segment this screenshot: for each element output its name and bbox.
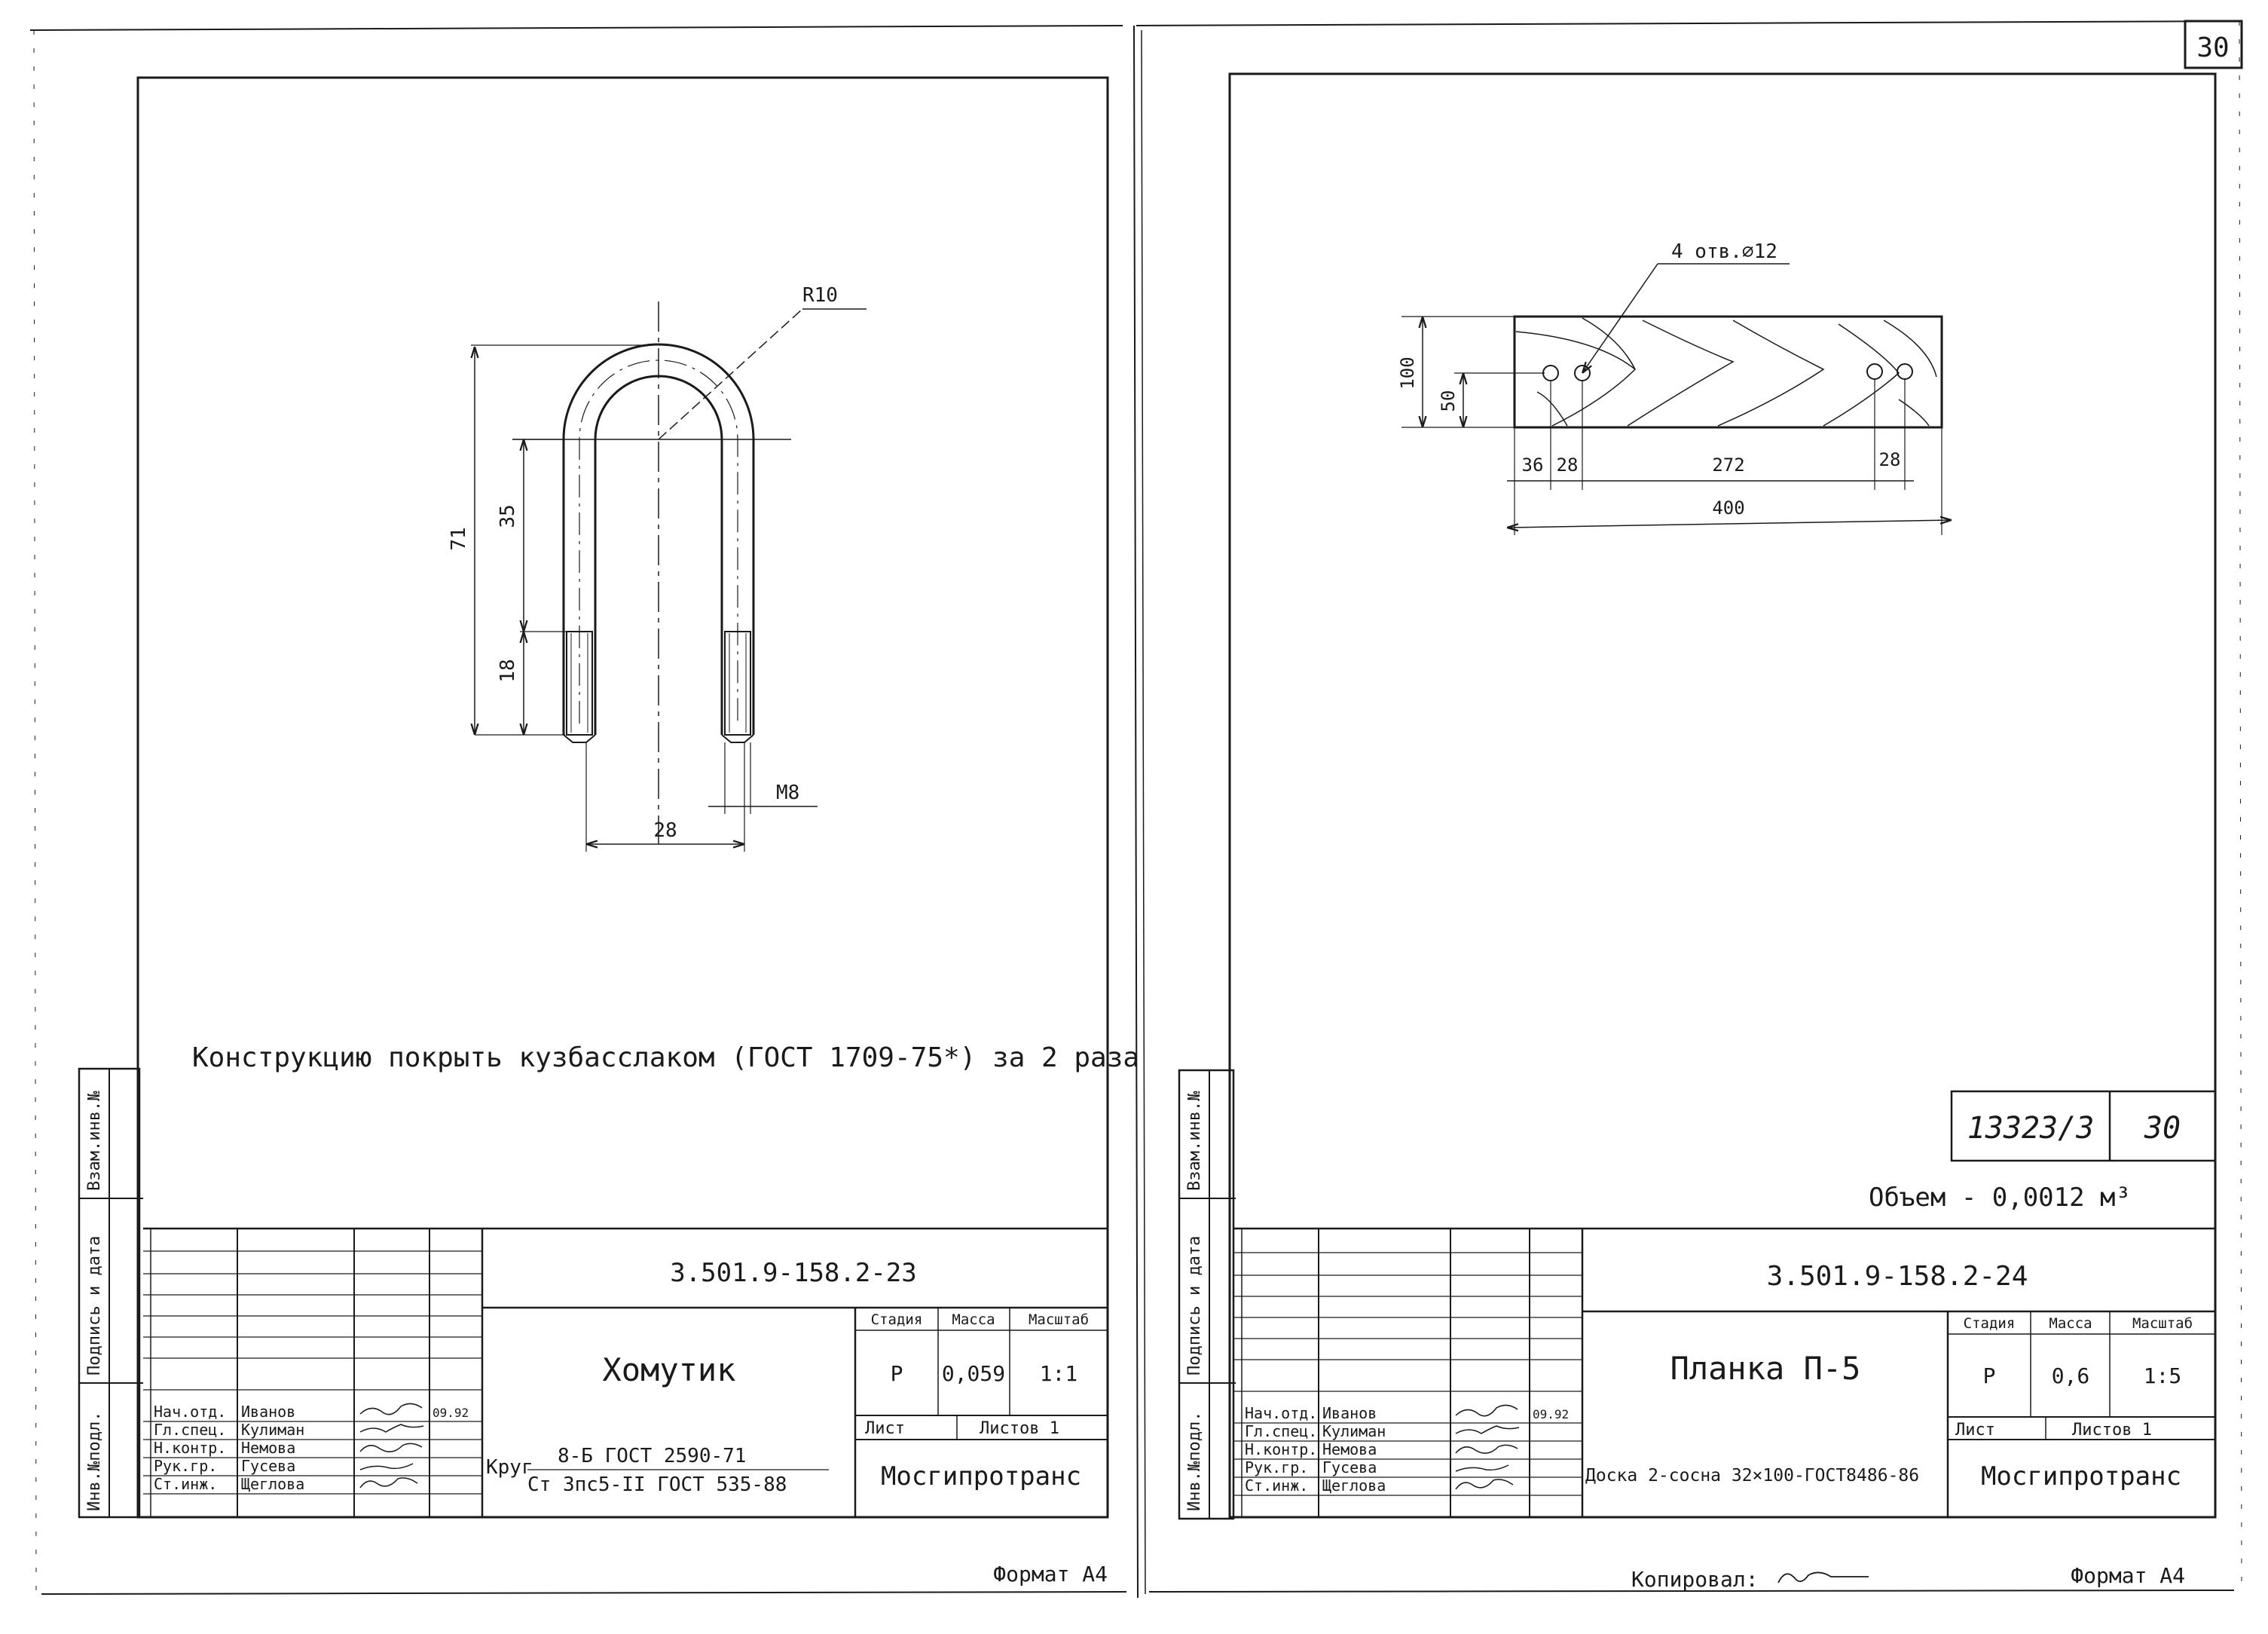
right-role-2: Гл.спец. <box>1245 1422 1317 1440</box>
right-person-5: Щеглова <box>1322 1476 1386 1495</box>
left-side-label-1: Взам.инв.№ <box>85 1091 104 1191</box>
archive-sheet: 30 <box>2144 1111 2181 1146</box>
copied-by-signature <box>1777 1571 1869 1584</box>
right-person-1: Иванов <box>1322 1404 1377 1422</box>
dim-35: 35 <box>497 504 519 528</box>
right-sheet-label: Лист <box>1955 1421 1995 1440</box>
left-person-3: Немова <box>241 1439 295 1457</box>
left-role-4: Рук.гр. <box>154 1457 217 1475</box>
volume-note: Объем - 0,0012 м³ <box>1869 1183 2131 1213</box>
dim-holes: 4 отв.⌀12 <box>1671 240 1777 263</box>
left-signatures <box>359 1403 424 1489</box>
dim-71: 71 <box>448 527 470 550</box>
left-person-1: Иванов <box>241 1403 295 1421</box>
archive-stamp: 13323/3 30 <box>1950 1090 2217 1162</box>
right-role-4: Рук.гр. <box>1245 1458 1308 1476</box>
dim-100: 100 <box>1397 356 1418 389</box>
dim-28a: 28 <box>1557 454 1579 476</box>
u-bolt-drawing: R10 71 35 18 28 M8 <box>448 284 867 852</box>
right-date-1: 09.92 <box>1533 1407 1569 1421</box>
right-role-3: Н.контр. <box>1245 1440 1317 1458</box>
page-number: 30 <box>2196 32 2229 63</box>
right-scale: 1:5 <box>2144 1363 2182 1388</box>
right-format: Формат А4 <box>2071 1563 2185 1588</box>
left-person-4: Гусева <box>241 1457 295 1475</box>
left-sheets-label: Листов 1 <box>980 1419 1059 1438</box>
left-sheet-label: Лист <box>865 1419 905 1438</box>
left-role-1: Нач.отд. <box>154 1403 226 1421</box>
left-material-1: 8-Б ГОСТ 2590-71 <box>558 1445 746 1467</box>
dim-50: 50 <box>1438 390 1459 412</box>
left-person-5: Щеглова <box>241 1475 304 1493</box>
copied-by-label: Копировал: <box>1631 1567 1759 1592</box>
left-role-5: Ст.инж. <box>154 1475 217 1493</box>
right-head-mass: Масса <box>2049 1315 2092 1332</box>
left-side-label-3: Инв.№подл. <box>85 1412 104 1511</box>
left-material-prefix: Круг <box>486 1456 533 1479</box>
right-person-4: Гусева <box>1322 1458 1377 1476</box>
left-mass: 0,059 <box>942 1361 1005 1386</box>
dim-272: 272 <box>1712 454 1744 476</box>
left-head-mass: Масса <box>952 1311 995 1328</box>
left-role-3: Н.контр. <box>154 1439 226 1457</box>
left-sheet: Взам.инв.№ Подпись и дата Инв.№подл. R10 <box>78 76 1139 1587</box>
left-material-2: Ст 3пс5-II ГОСТ 535-88 <box>527 1473 787 1496</box>
dim-18: 18 <box>497 659 519 682</box>
right-person-2: Кулиман <box>1322 1422 1386 1440</box>
left-org: Мосгипротранс <box>881 1461 1081 1492</box>
left-title-block: 3.501.9-158.2-23 Хомутик Стадия Масса Ма… <box>143 1227 1108 1517</box>
right-mass: 0,6 <box>2052 1363 2090 1388</box>
dim-28b: 28 <box>1879 449 1901 470</box>
right-side-label-2: Подпись и дата <box>1185 1236 1204 1375</box>
right-doc-code: 3.501.9-158.2-24 <box>1767 1261 2028 1292</box>
right-signatures <box>1455 1404 1520 1490</box>
left-person-2: Кулиман <box>241 1421 304 1439</box>
dim-400: 400 <box>1712 497 1744 519</box>
sheet-edges <box>29 20 2242 1599</box>
right-sheets-label: Листов 1 <box>2072 1421 2152 1440</box>
right-head-stage: Стадия <box>1964 1315 2016 1332</box>
right-role-5: Ст.инж. <box>1245 1476 1308 1495</box>
left-date-1: 09.92 <box>433 1406 469 1420</box>
right-material: Доска 2-сосна 32×100-ГОСТ8486-86 <box>1585 1466 1919 1486</box>
dim-m8: M8 <box>776 782 799 804</box>
dim-r10: R10 <box>802 284 838 307</box>
left-format: Формат А4 <box>993 1562 1108 1587</box>
left-scale: 1:1 <box>1040 1361 1078 1386</box>
right-role-1: Нач.отд. <box>1245 1404 1317 1422</box>
right-person-3: Немова <box>1322 1440 1377 1458</box>
left-head-scale: Масштаб <box>1029 1311 1089 1328</box>
dim-28: 28 <box>653 819 677 842</box>
right-part-name: Планка П-5 <box>1670 1350 1861 1387</box>
plank-drawing: 4 отв.⌀12 100 50 36 28 272 28 400 <box>1397 240 1952 535</box>
right-title-block: 3.501.9-158.2-24 Планка П-5 Стадия Масса… <box>1233 1227 2215 1517</box>
right-org: Мосгипротранс <box>1981 1461 2181 1492</box>
left-role-2: Гл.спец. <box>154 1421 226 1439</box>
left-doc-code: 3.501.9-158.2-23 <box>670 1258 917 1288</box>
left-note: Конструкцию покрыть кузбасслаком (ГОСТ 1… <box>192 1042 1139 1073</box>
page-number-box: 30 <box>2184 20 2243 69</box>
right-sheet: Взам.инв.№ Подпись и дата Инв.№подл. 4 о… <box>1178 72 2217 1592</box>
right-stage: Р <box>1983 1363 1996 1388</box>
left-side-label-2: Подпись и дата <box>85 1236 104 1375</box>
left-part-name: Хомутик <box>602 1351 735 1388</box>
right-head-scale: Масштаб <box>2132 1315 2193 1332</box>
dim-36: 36 <box>1522 454 1544 476</box>
right-side-label-1: Взам.инв.№ <box>1185 1091 1204 1191</box>
archive-number: 13323/3 <box>1967 1111 2095 1146</box>
left-stage: Р <box>891 1361 903 1386</box>
right-side-label-3: Инв.№подл. <box>1185 1412 1204 1511</box>
left-head-stage: Стадия <box>871 1311 923 1328</box>
